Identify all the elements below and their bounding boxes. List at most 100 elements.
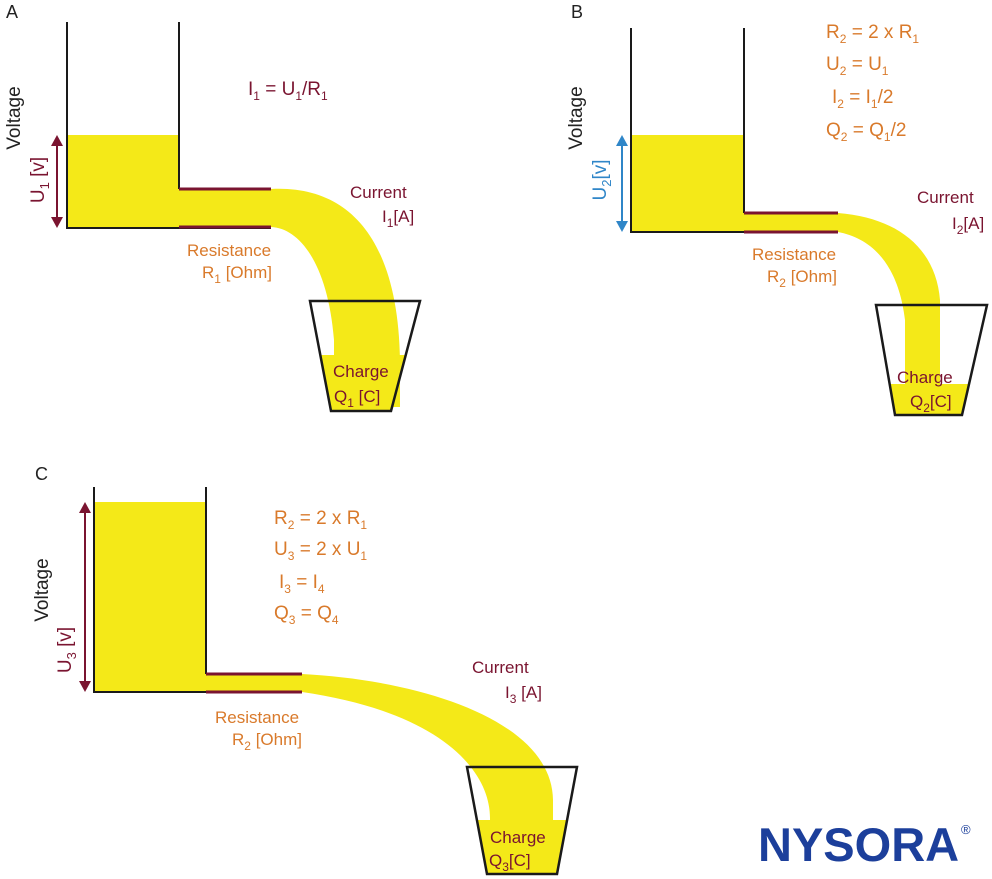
arrow-head-up: [51, 135, 63, 146]
unit: [C]: [509, 851, 531, 870]
panel-letter: B: [571, 2, 583, 22]
cup-outline: [308, 299, 422, 413]
text-run: Q: [274, 603, 289, 624]
formula-line: I3 = I4: [279, 572, 325, 596]
cup-water: [320, 355, 406, 411]
cup-outline: [874, 303, 989, 417]
cup-water: [476, 820, 568, 874]
charge-label: Charge: [897, 368, 953, 387]
formula-line: R2 = 2 x R1: [274, 508, 367, 532]
formula-line: I2 = I1/2: [832, 87, 893, 111]
current-symbol: I3 [A]: [505, 683, 542, 706]
resistance-label: Resistance: [215, 708, 299, 727]
text-run: I: [248, 79, 253, 100]
unit: [Ohm]: [786, 267, 837, 286]
subscript: 1: [882, 64, 889, 78]
formula-line: Q2 = Q1/2: [826, 120, 906, 144]
subscript: 2: [923, 401, 930, 415]
text-run: I: [279, 572, 284, 593]
subscript: 2: [599, 180, 614, 187]
voltage-symbol-label: U2[v]: [590, 159, 614, 200]
logo-wordmark: NYSORA: [758, 818, 959, 871]
subscript: 1: [360, 549, 367, 563]
subscript: 2: [957, 223, 964, 237]
symbol: I: [382, 207, 387, 226]
subscript: 1: [360, 518, 367, 532]
symbol: R: [232, 730, 244, 749]
resistance-symbol: R2 [Ohm]: [767, 267, 837, 290]
subscript: 1: [295, 89, 302, 103]
subscript: 2: [244, 739, 251, 753]
unit: [Ohm]: [251, 730, 302, 749]
formula-line: Q3 = Q4: [274, 603, 339, 627]
subscript: 1: [37, 182, 52, 189]
formula-line: I1 = U1/R1: [248, 79, 328, 103]
arrow-head-up: [79, 502, 91, 513]
charge-symbol: Q1 [C]: [334, 387, 380, 410]
text-run: U: [55, 659, 76, 673]
current-symbol: I2[A]: [952, 214, 984, 237]
subscript: 1: [912, 32, 919, 46]
unit: [A]: [963, 214, 984, 233]
formula-line: R2 = 2 x R1: [826, 22, 919, 46]
arrow-head-down: [51, 217, 63, 228]
subscript: 2: [288, 518, 295, 532]
text-run: R: [826, 22, 840, 43]
current-label: Current: [350, 183, 407, 202]
voltage-arrow: [51, 135, 63, 228]
unit: [Ohm]: [221, 263, 272, 282]
arrow-head-down: [79, 681, 91, 692]
text-run: U: [274, 539, 288, 560]
text-run: = I: [844, 87, 871, 108]
unit: [C]: [930, 392, 952, 411]
voltage-arrow: [79, 502, 91, 692]
tank-water: [67, 135, 179, 228]
cup-water: [889, 384, 970, 415]
text-run: /2: [891, 120, 907, 141]
pipe-water: [744, 213, 838, 232]
resistance-symbol: R2 [Ohm]: [232, 730, 302, 753]
water-stream: [838, 213, 940, 411]
subscript: 4: [318, 582, 325, 596]
tank-water: [631, 135, 744, 232]
subscript: 2: [841, 130, 848, 144]
text-run: [v]: [55, 627, 76, 652]
text-run: R: [274, 508, 288, 529]
panel-letter: C: [35, 464, 48, 484]
pipe-water: [179, 189, 271, 227]
subscript: 1: [214, 272, 221, 286]
pipe-water: [206, 674, 302, 692]
subscript: 1: [347, 396, 354, 410]
subscript: 2: [840, 64, 847, 78]
subscript: 1: [321, 89, 328, 103]
charge-label: Charge: [333, 362, 389, 381]
symbol: Q: [910, 392, 923, 411]
symbol: Q: [334, 387, 347, 406]
subscript: 1: [253, 89, 260, 103]
subscript: 4: [332, 613, 339, 627]
unit: [C]: [354, 387, 380, 406]
charge-symbol: Q2[C]: [910, 392, 952, 415]
subscript: 3: [64, 652, 79, 659]
arrow-head-down: [616, 221, 628, 232]
text-run: /2: [878, 87, 894, 108]
current-label: Current: [917, 188, 974, 207]
voltage-label: Voltage: [566, 86, 587, 149]
subscript: 1: [387, 216, 394, 230]
text-run: [v]: [28, 157, 49, 182]
text-run: = Q: [295, 603, 331, 624]
subscript: 1: [871, 97, 878, 111]
resistance-symbol: R1 [Ohm]: [202, 263, 272, 286]
logo-registered-mark: ®: [961, 822, 971, 837]
text-run: /R: [302, 79, 321, 100]
voltage-label: Voltage: [4, 86, 25, 149]
resistance-label: Resistance: [752, 245, 836, 264]
charge-symbol: Q3[C]: [489, 851, 531, 874]
voltage-symbol-label: U3 [v]: [55, 627, 79, 673]
water-stream: [271, 188, 400, 407]
text-run: = 2 x U: [294, 539, 360, 560]
